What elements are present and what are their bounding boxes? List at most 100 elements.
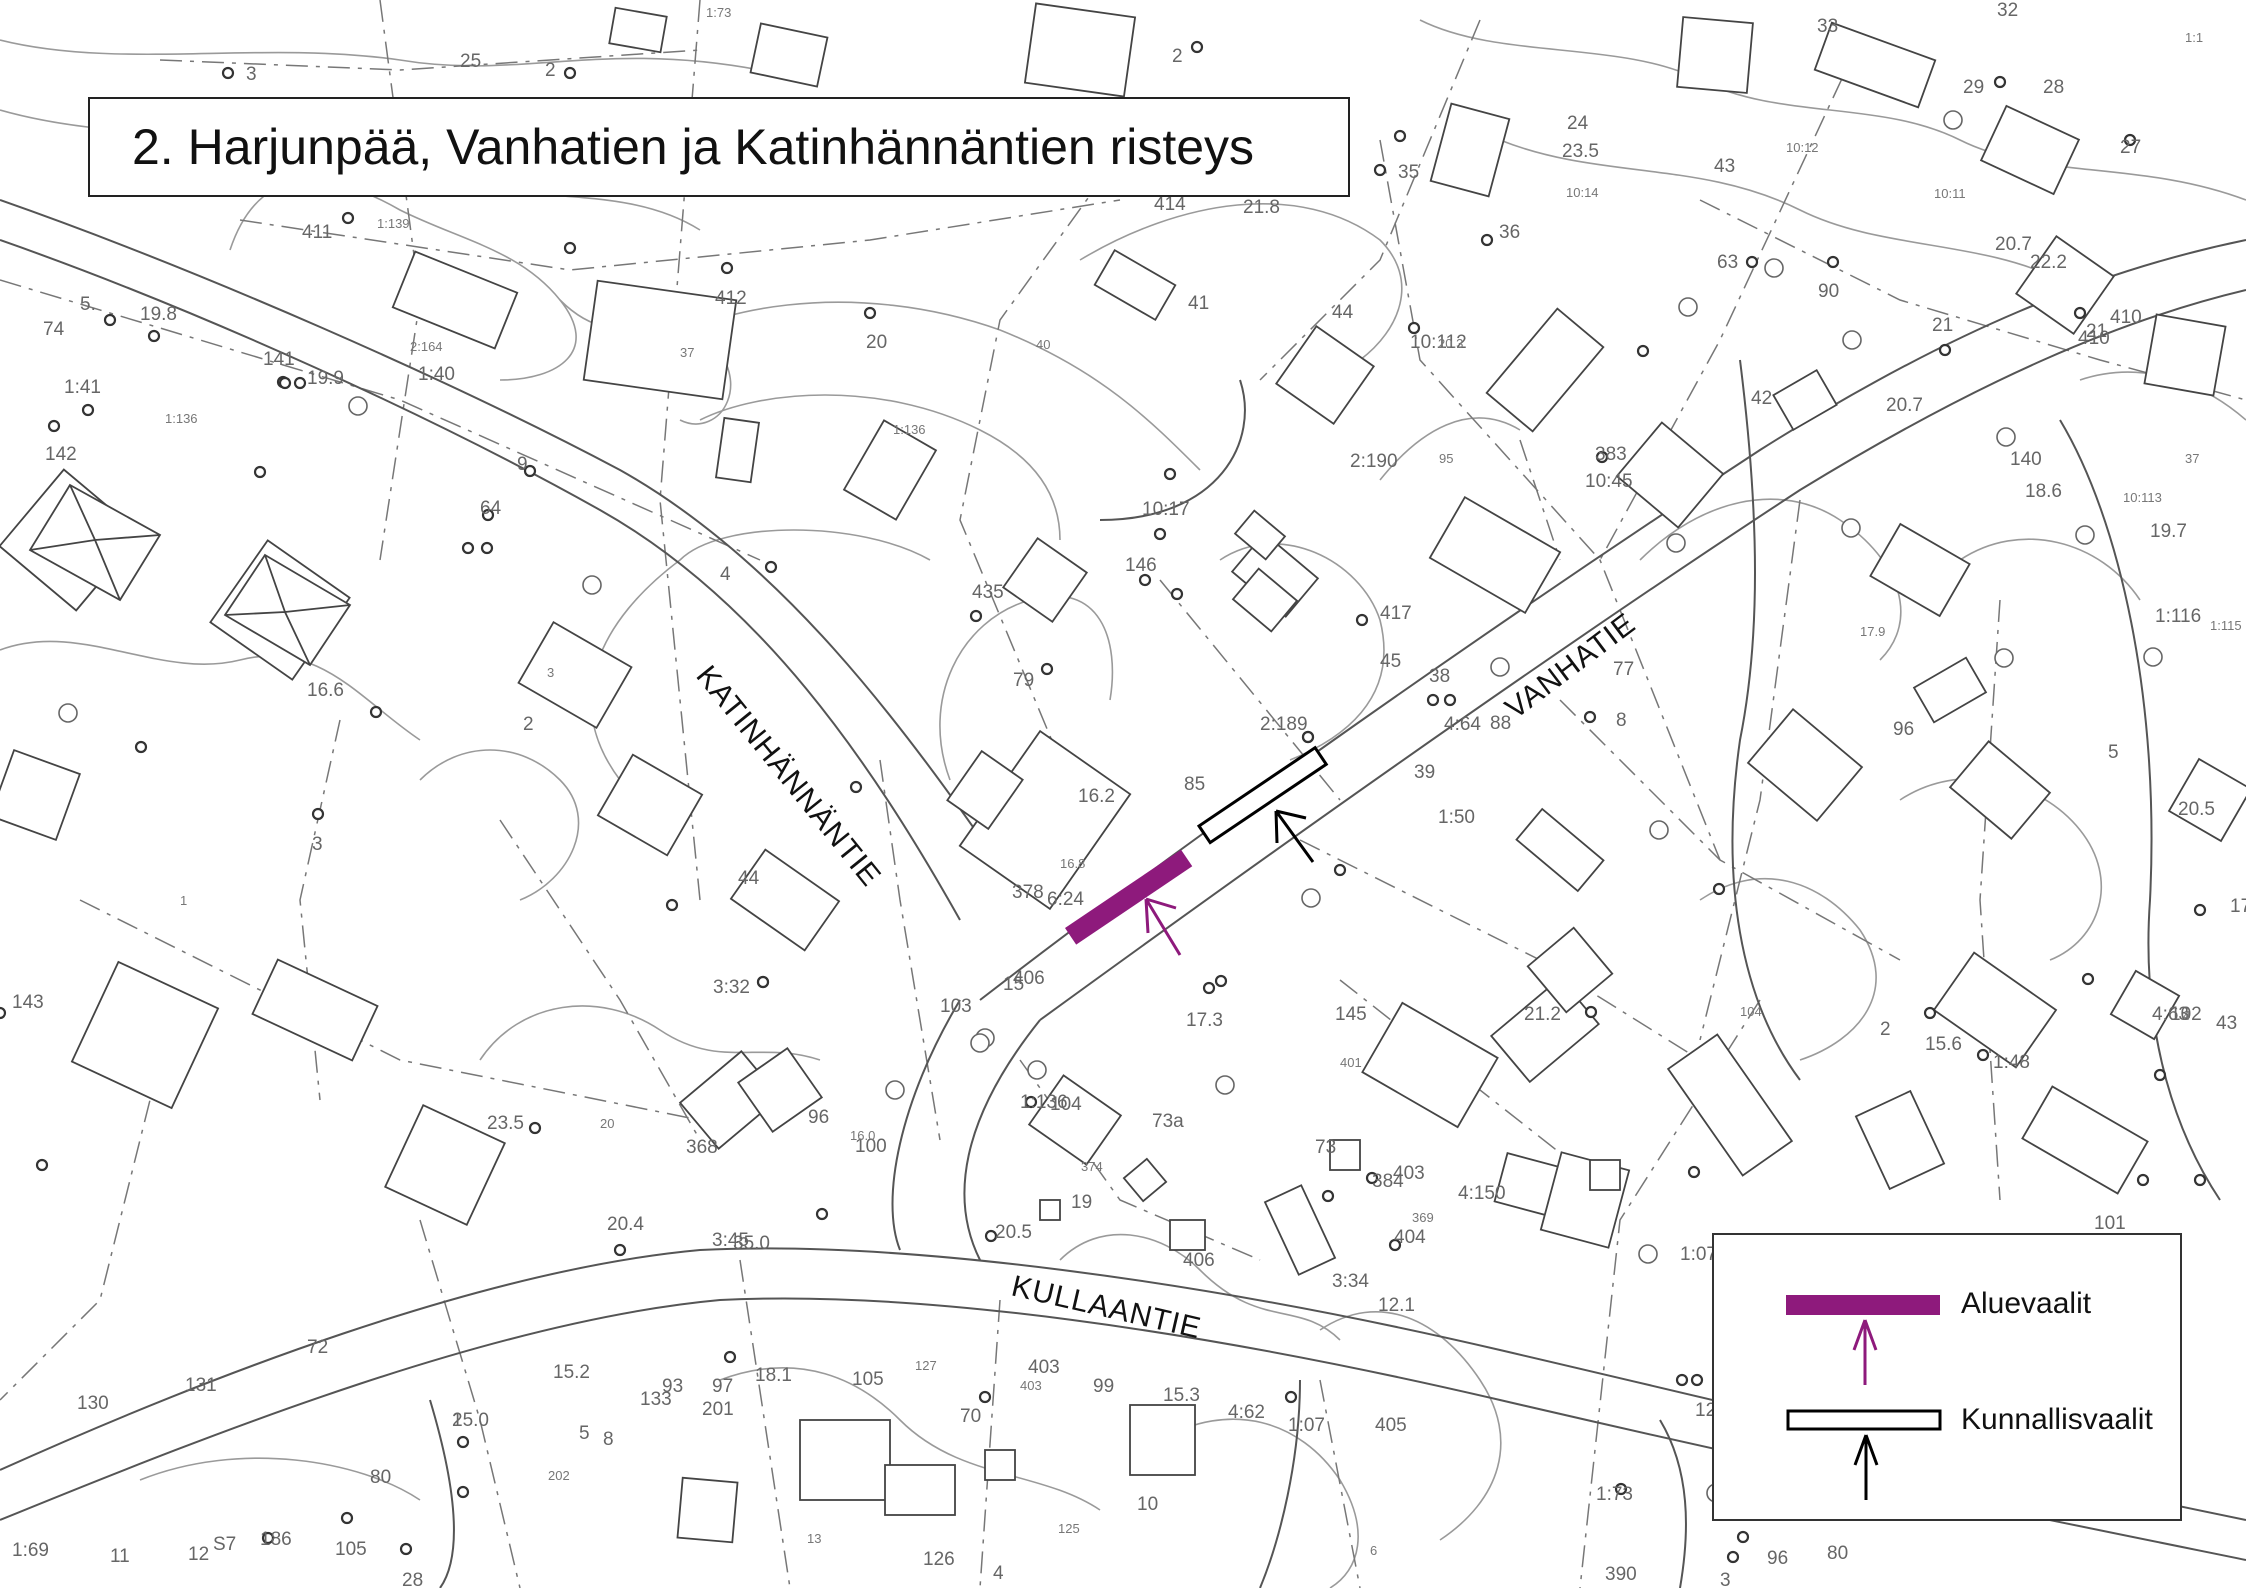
map-label: 1:136 xyxy=(893,422,926,437)
legend-municipal-arrow-icon xyxy=(1853,1434,1879,1500)
map-label: 24 xyxy=(1567,113,1589,134)
map-label: 5. xyxy=(80,294,96,315)
map-label: 16.6 xyxy=(307,680,344,701)
map-label: 410 xyxy=(2110,307,2142,328)
map-label: 10:14 xyxy=(1566,185,1599,200)
map-label: 374 xyxy=(1081,1159,1103,1174)
map-label: 145 xyxy=(1335,1004,1367,1025)
map-label: 88 xyxy=(1490,713,1511,734)
katinhannantie-road-edge-b xyxy=(0,239,961,921)
legend-regional-arrow-icon xyxy=(1852,1319,1878,1385)
map-label: 21 xyxy=(2086,321,2107,342)
map-label: 4:62 xyxy=(1228,1402,1265,1423)
map-label: 126 xyxy=(923,1549,955,1570)
map-label: 29 xyxy=(1963,77,1984,98)
map-label: 12 xyxy=(188,1544,209,1565)
map-label: 406 xyxy=(1183,1250,1215,1271)
map-label: 1:48 xyxy=(1993,1052,2030,1073)
map-label: 96 xyxy=(1767,1548,1788,1569)
map-label: 20.7 xyxy=(1886,395,1923,416)
map-label: 97 xyxy=(712,1376,733,1397)
map-label: 73 xyxy=(1315,1137,1336,1158)
map-label: 41 xyxy=(1188,293,1209,314)
map-label: 1:41 xyxy=(64,377,101,398)
map-label: 2:189 xyxy=(1260,714,1308,735)
map-label: 104 xyxy=(1050,1094,1082,1115)
map-label: 15.0 xyxy=(452,1410,489,1431)
map-label: 5 xyxy=(579,1423,590,1444)
map-label: 28 xyxy=(2043,77,2064,98)
map-label: 17.3 xyxy=(1186,1010,1223,1031)
map-label: 1:116 xyxy=(2155,606,2201,627)
map-label: 10:113 xyxy=(2123,490,2162,505)
map-label: 384 xyxy=(1372,1171,1404,1192)
map-label: 20.5 xyxy=(2178,799,2215,820)
map-label: 17.9 xyxy=(1860,624,1885,639)
map-annotations: 3 25 2 1:73 2 33 32 1:1 411 1:139 412 41… xyxy=(12,0,2246,1588)
map-label: 80 xyxy=(1827,1543,1848,1564)
map-label: 21.8 xyxy=(1243,197,1280,218)
map-label: 2:190 xyxy=(1350,451,1398,472)
map-label: 130 xyxy=(77,1393,109,1414)
map-label: 6 xyxy=(1370,1543,1377,1558)
map-label: 4 xyxy=(2183,1008,2190,1023)
map-title-text: 2. Harjunpää, Vanhatien ja Katinhännänti… xyxy=(132,119,1255,175)
map-label: 27 xyxy=(2120,137,2141,158)
map-label: 80 xyxy=(370,1467,391,1488)
map-label: 2 xyxy=(545,60,556,81)
map-label: 35.0 xyxy=(733,1233,770,1254)
katinhannantie-road-edge-a xyxy=(0,199,1011,881)
map-label: 74 xyxy=(43,319,65,340)
vanhatie-road-edge-b xyxy=(1039,289,2246,1021)
map-label: 142 xyxy=(45,444,77,465)
map-label: 3 xyxy=(547,665,554,680)
map-label: 404 xyxy=(1394,1227,1426,1248)
map-label: 1:115 xyxy=(2210,618,2242,633)
map-label: 146 xyxy=(1125,555,1157,576)
map-label: 20.3 xyxy=(1438,336,1463,351)
map-label: 16.0 xyxy=(850,1128,875,1143)
map-label: 1:136 xyxy=(165,411,198,426)
map-label: 3:45 xyxy=(712,1230,749,1251)
map-label: 143 xyxy=(12,992,44,1013)
map-label: 4 xyxy=(993,1563,1004,1584)
map-label: 1:50 xyxy=(1438,807,1475,828)
map-label: 15.2 xyxy=(553,1362,590,1383)
regional-election-marker[interactable] xyxy=(1065,849,1193,956)
map-label: 10 xyxy=(1137,1494,1158,1515)
map-label: 3 xyxy=(1720,1570,1731,1588)
map-label: 127 xyxy=(915,1358,937,1373)
map-label: 39 xyxy=(1414,762,1435,783)
map-label: 125 xyxy=(1058,1521,1080,1536)
map-label: 13 xyxy=(807,1531,821,1546)
map-label: 79 xyxy=(1013,670,1034,691)
map-label: 20.4 xyxy=(607,1214,644,1235)
map-label: 72 xyxy=(307,1337,328,1358)
map-label: 411 xyxy=(302,222,332,243)
municipal-election-marker[interactable] xyxy=(1196,745,1329,863)
map-label: 412 xyxy=(715,288,747,309)
legend-regional-label: Aluevaalit xyxy=(1961,1287,2092,1320)
map-label: 37 xyxy=(2185,451,2199,466)
map-label: 2 xyxy=(452,1410,463,1431)
road-label-kullaantie: KULLAANTIE xyxy=(1008,1270,1204,1346)
map-label: 16.2 xyxy=(1078,786,1115,807)
map-label: 12.1 xyxy=(1378,1295,1415,1316)
map-label: 368 xyxy=(686,1137,718,1158)
contour-lines xyxy=(0,19,2246,1588)
map-label: 6:24 xyxy=(1047,889,1084,910)
map-label: 1:73 xyxy=(706,5,731,20)
map-label: 15 xyxy=(1003,974,1024,995)
survey-points xyxy=(0,40,2207,1564)
map-label: 73a xyxy=(1152,1111,1184,1132)
map-label: 11 xyxy=(110,1546,130,1567)
map-label: 383 xyxy=(1595,444,1627,465)
map-label: 186 xyxy=(260,1529,292,1550)
map-label: 17.1 xyxy=(2230,896,2246,917)
map-label: 369 xyxy=(1412,1210,1434,1225)
map-label: 77 xyxy=(1613,659,1634,680)
legend-symbols xyxy=(1786,1295,1942,1500)
map-label: 1:136 xyxy=(1020,1092,1068,1113)
map-label: 1:1 xyxy=(2185,30,2203,45)
